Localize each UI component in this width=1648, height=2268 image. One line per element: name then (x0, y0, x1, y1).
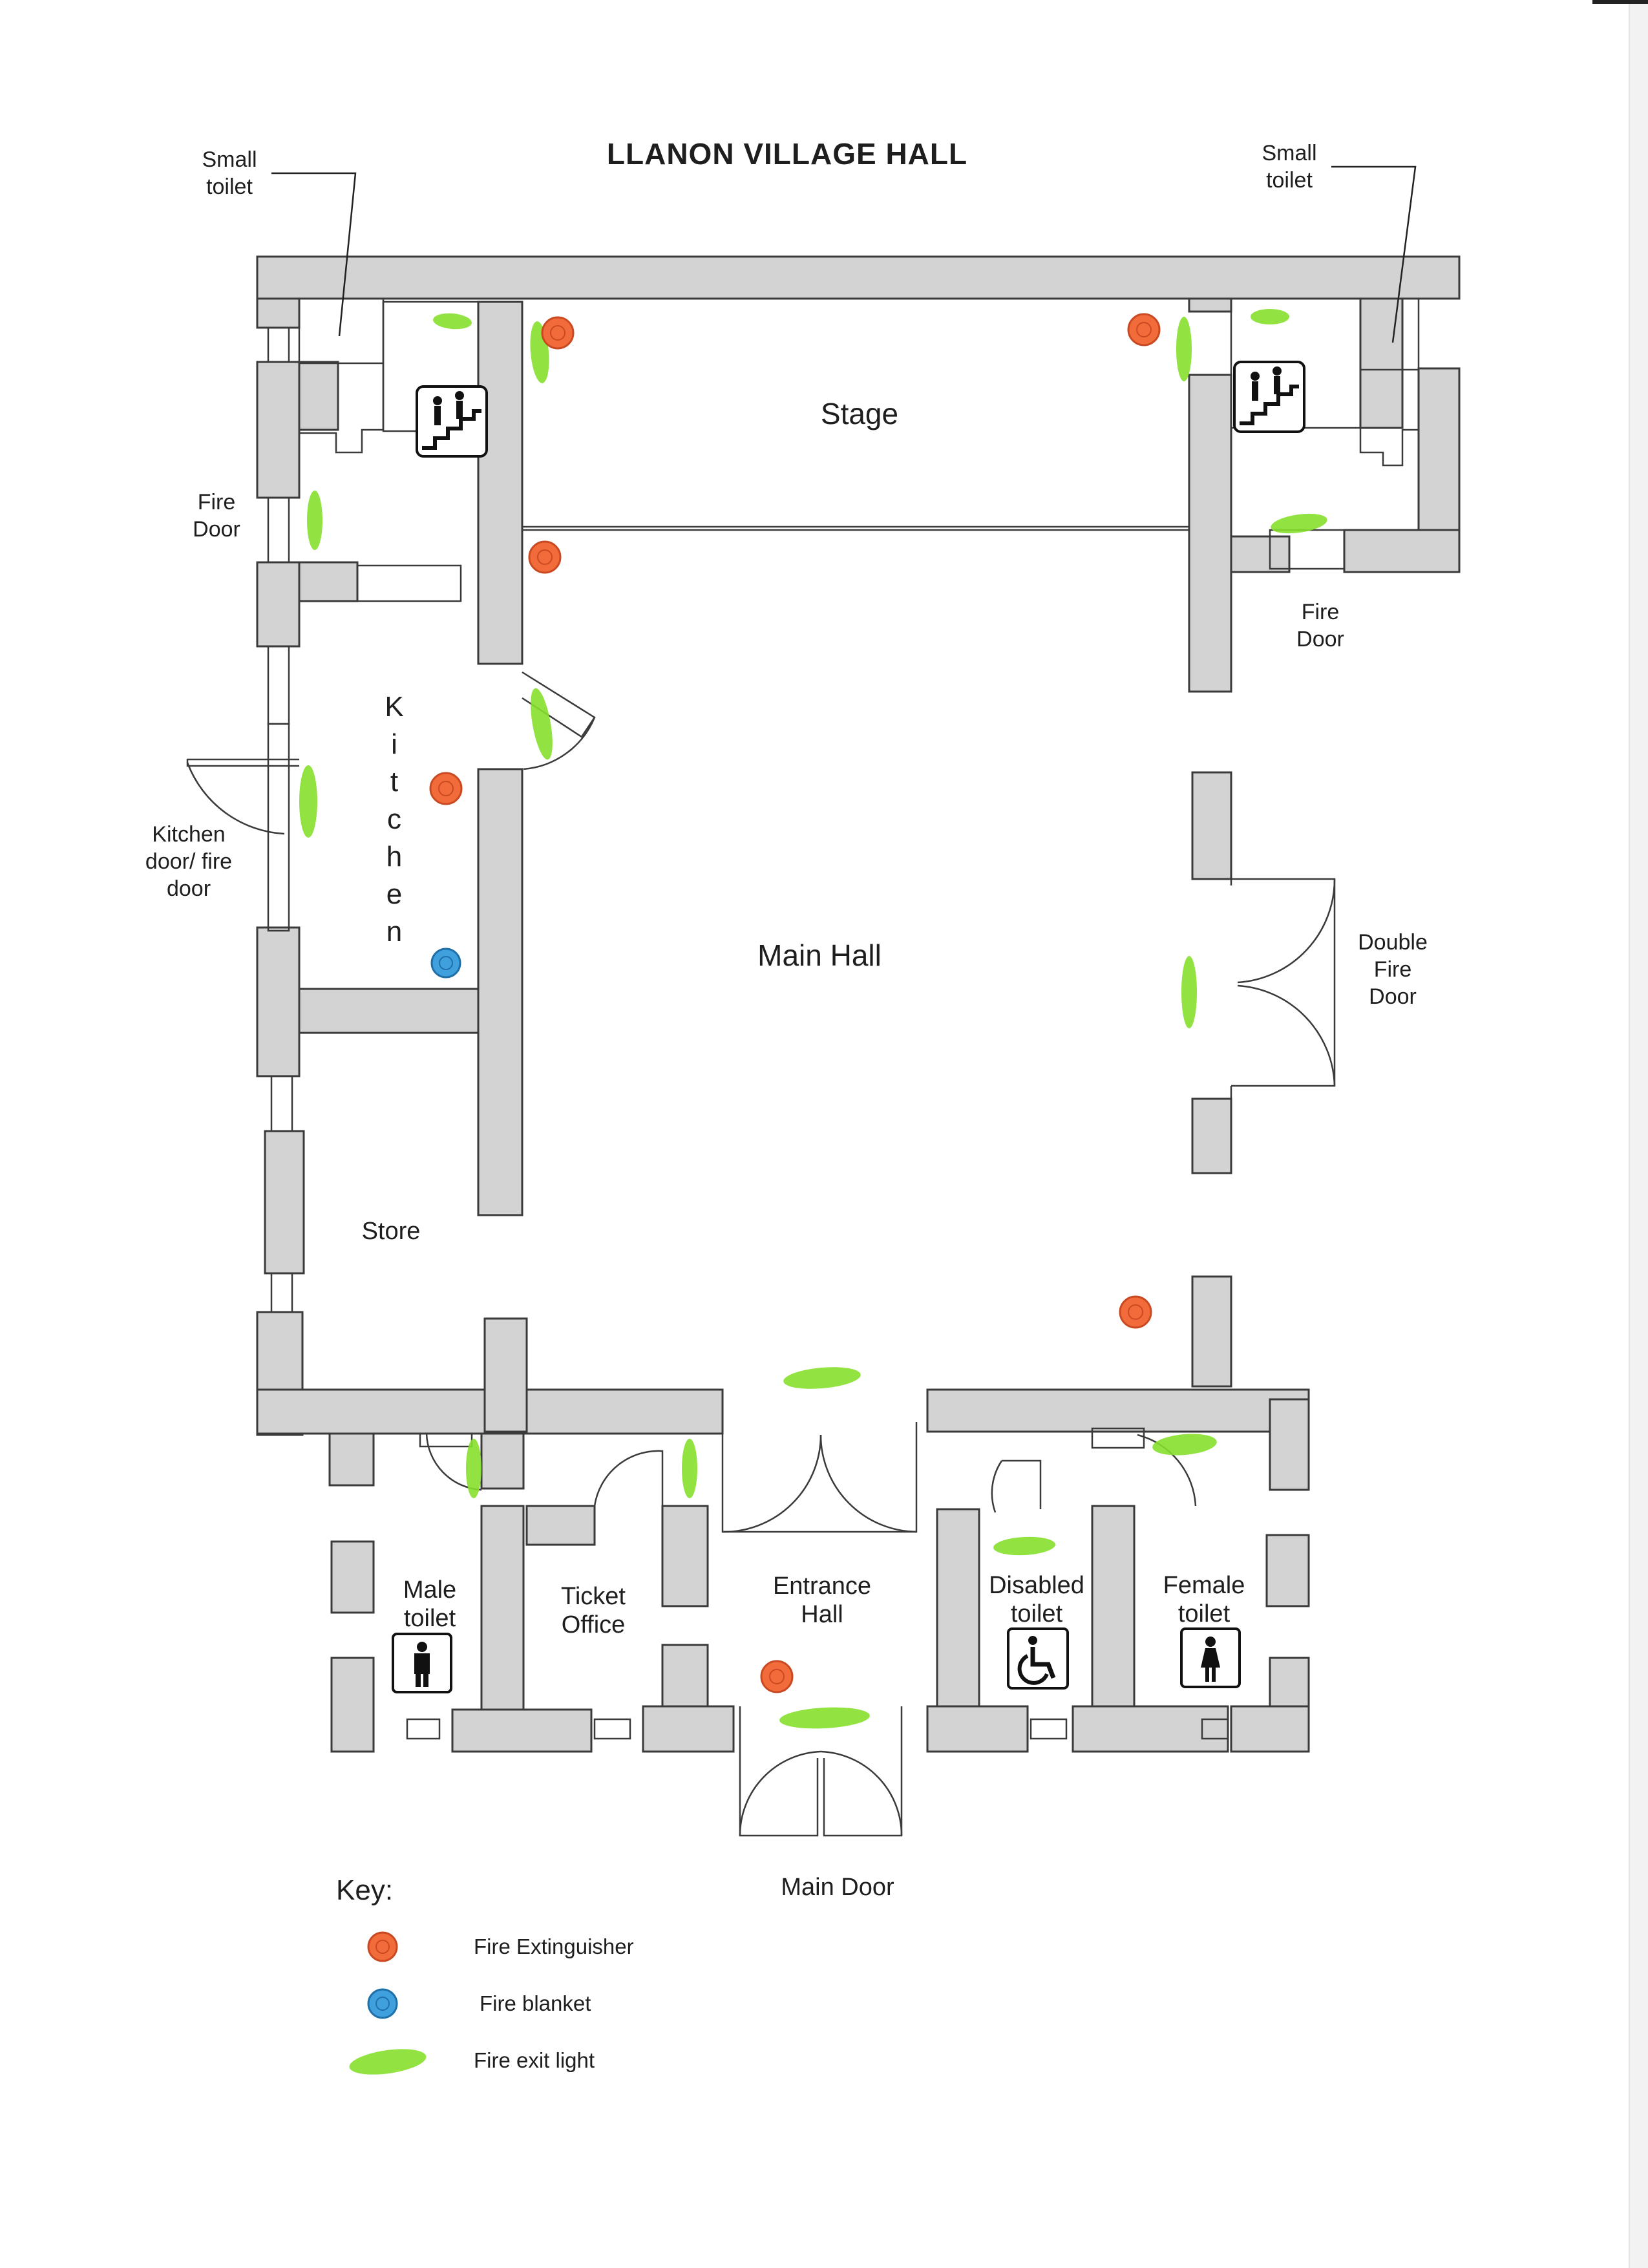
wheelchair-icon (1007, 1627, 1069, 1690)
scan-mark (1592, 0, 1648, 4)
key-label-fire-blanket: Fire blanket (480, 1991, 591, 2015)
fire-extinguishers (429, 313, 1161, 1693)
label-fire-door-right: Fire Door (1296, 600, 1344, 652)
walls (256, 255, 1461, 1753)
label-double-fire-door: Double Fire Door (1358, 930, 1428, 1009)
stairs-icon (416, 385, 488, 458)
label-small-toilet-right: Small toilet (1262, 141, 1317, 193)
room-male-toilet: Male toilet (403, 1576, 457, 1632)
plan-lines (186, 297, 1420, 1837)
fire-exit-light (307, 491, 322, 550)
fire-exit-light (433, 313, 472, 330)
key-label-fire-exit-light: Fire exit light (474, 2048, 595, 2072)
fire-blanket (430, 948, 461, 979)
fire-exit-light (1271, 513, 1327, 534)
fire-exit-lights (299, 309, 1327, 1729)
fire-exit-light (1176, 317, 1192, 381)
fire-exit-light (1152, 1434, 1217, 1456)
fire-exit-light (993, 1536, 1055, 1556)
fire-blankets (430, 948, 461, 979)
key-symbol-exit-light (349, 2049, 427, 2075)
fire-extinguisher (541, 316, 575, 350)
key-heading: Key: (336, 1874, 394, 1906)
room-female-toilet: Female toilet (1163, 1572, 1245, 1627)
male-icon (392, 1633, 452, 1693)
room-ticket-office: Ticket Office (561, 1583, 626, 1638)
fire-exit-light (531, 688, 553, 760)
key-symbols (349, 1931, 427, 2075)
fire-exit-light (466, 1439, 481, 1498)
fire-exit-light (1181, 956, 1197, 1028)
label-kitchen-door: Kitchen door/ fire door (145, 822, 233, 901)
label-small-toilet-left: Small toilet (202, 147, 257, 199)
room-disabled-toilet: Disabled toilet (989, 1572, 1084, 1627)
key-label-fire-extinguisher: Fire Extinguisher (474, 1934, 634, 1958)
fire-exit-light (1251, 309, 1289, 324)
scan-edge (1629, 0, 1648, 2268)
room-store: Store (361, 1218, 421, 1245)
fire-extinguisher (528, 540, 562, 574)
label-fire-door-left: Fire Door (193, 490, 240, 542)
room-main-hall: Main Hall (757, 938, 882, 972)
key-symbol-blanket (367, 1988, 398, 2019)
leader-lines (271, 165, 1417, 343)
fire-exit-light (682, 1439, 697, 1498)
label-main-door: Main Door (781, 1874, 894, 1901)
room-stage: Stage (820, 397, 899, 430)
key-symbol-extinguisher (367, 1931, 398, 1962)
fire-extinguisher (429, 772, 463, 805)
fire-exit-light (783, 1367, 861, 1389)
fire-exit-light (299, 765, 317, 838)
stairs-icon (1233, 361, 1305, 433)
page-title: LLANON VILLAGE HALL (606, 137, 968, 171)
room-entrance-hall: Entrance Hall (772, 1573, 872, 1628)
fire-extinguisher (760, 1660, 794, 1693)
fire-exit-light (779, 1707, 870, 1729)
fire-extinguisher (1127, 313, 1161, 346)
female-icon (1180, 1627, 1241, 1688)
fire-extinguisher (1119, 1295, 1152, 1329)
